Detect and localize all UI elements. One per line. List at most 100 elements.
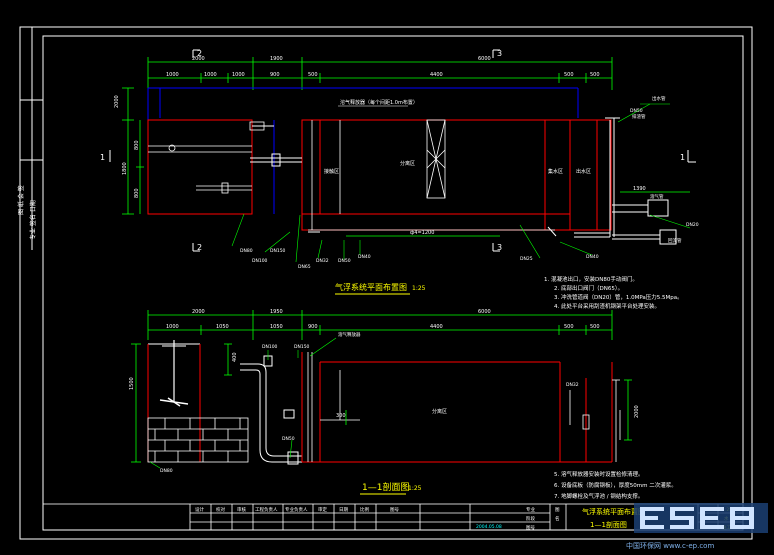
- svg-text:专业 签名 日期: 专业 签名 日期: [29, 200, 37, 240]
- section-mid-dim: 500: [564, 324, 574, 330]
- plan-callout: DN50: [338, 258, 351, 264]
- section-mark-label: 1: [100, 153, 105, 162]
- section-height: 1500: [129, 377, 135, 390]
- plan-callout: DN100: [252, 258, 268, 264]
- tb-header: 审核: [237, 506, 246, 513]
- plan-mid-dim: 1000: [232, 72, 245, 78]
- tb-label: 名: [555, 515, 560, 522]
- section-callout: DN32: [566, 382, 579, 388]
- section-callout: DN100: [262, 344, 278, 350]
- plan-tank: [147, 119, 612, 231]
- plan-top-dim-labels: 2000 1900 6000 1000 1000 1000 900 500 44…: [166, 56, 600, 78]
- plan-left-dim: 2000: [114, 95, 120, 108]
- zone-label: 接触区: [324, 168, 339, 175]
- tb-date: 2004.05.08: [476, 524, 502, 530]
- note-item: 3. 冲洗管道阀（DN20）管，1.0MPa压力5.5Mpa。: [554, 293, 683, 301]
- note-item: 4. 此处平台采用刮渣机钢架平台处理安装。: [554, 302, 660, 310]
- plan-top-dim: 1900: [270, 56, 283, 62]
- section-left-dim: [131, 343, 232, 463]
- section-mid-dim: 1050: [270, 324, 283, 330]
- section-mix-tank: [147, 340, 201, 462]
- note-item: 7. 地脚螺栓及气浮池 / 钢结构支撑。: [554, 492, 643, 500]
- plan-scale: 1:25: [412, 285, 426, 292]
- plan-title: 气浮系统平面布置图: [335, 282, 407, 292]
- tb-label: 专业: [526, 506, 535, 513]
- note-item: 6. 设备底板（防腐钢板），厚度50mm 二次灌浆。: [554, 481, 677, 489]
- plan-left-dim: 1800: [122, 162, 128, 175]
- plan-zone-lines: [308, 119, 555, 231]
- section-top-dim: 1950: [270, 309, 283, 315]
- section-callout: 溶气释放器: [338, 331, 361, 338]
- plan-mid-dim: 1000: [166, 72, 179, 78]
- plan-top-dim: 2000: [192, 56, 205, 62]
- section-mid-dim: 900: [308, 324, 318, 330]
- section-top-dim-labels: 2000 1950 6000 1000 1050 1050 900 4400 5…: [166, 309, 600, 330]
- plan-mid-dim: 900: [270, 72, 280, 78]
- plan-callout: DN25: [520, 256, 533, 262]
- section-mark-label: 2: [197, 243, 202, 252]
- tb-header: 设计: [195, 506, 204, 513]
- plan-mid-dim: 500: [590, 72, 600, 78]
- plan-top-dim: 6000: [478, 56, 491, 62]
- section-height: 2000: [634, 405, 640, 418]
- section-right-dim: [345, 379, 632, 441]
- zone-label: 分离区: [400, 160, 415, 167]
- plan-left-dim-labels: 2000 800 1800 800: [114, 95, 140, 198]
- plan-callout-labels: DN80 DN100 DN150 DN65 DN32 DN50 DN40 DN2…: [240, 108, 699, 270]
- section-callout: DN150: [294, 344, 310, 350]
- section-top-dim: 2000: [192, 309, 205, 315]
- section-height: 300: [336, 413, 346, 419]
- svg-text:图 纸 会 签: 图 纸 会 签: [17, 185, 25, 215]
- section-mid-dim: 1050: [216, 324, 229, 330]
- plan-mixer: [148, 121, 265, 194]
- plan-callout: DN40: [358, 254, 371, 260]
- section-scale: 1:25: [408, 485, 422, 492]
- section-top-dim: 6000: [478, 309, 491, 315]
- tb-project-title: 气浮系统平面布置图: [582, 507, 645, 516]
- section-mark-labels: 2 3 1 1 2 3: [100, 49, 685, 252]
- site-logo: [634, 503, 768, 533]
- plan-callout: DN40: [586, 254, 599, 260]
- plan-left-dim: 800: [134, 140, 140, 150]
- plan-callout-leaders: [231, 103, 691, 263]
- plan-bottom-dim: ф4=1200: [410, 230, 434, 236]
- binding-strip: 图 纸 会 签 专业 签名 日期: [17, 185, 37, 240]
- section-main-tank: [301, 352, 613, 463]
- tb-project-subtitle: 1—1剖面图: [590, 520, 627, 529]
- tb-header: 比例: [360, 506, 369, 513]
- section-mid-dim: 4400: [430, 324, 443, 330]
- plan-zone-labels: 接触区 分离区 集水区 出水区: [324, 160, 591, 175]
- watermark-text: 中国环保网 www.c-ep.com: [626, 541, 714, 550]
- tb-label: 图: [555, 507, 560, 513]
- plan-mid-dim: 500: [564, 72, 574, 78]
- top-note: 溶气释放器（每个间距1.0m布置）: [340, 99, 418, 106]
- note-item: 2. 底部出口阀门（DN65）。: [554, 284, 623, 292]
- section-mark-label: 3: [497, 243, 502, 252]
- plan-callout: DN150: [270, 248, 286, 254]
- notes-block: 1. 混凝池出口，安装DN80手动阀门。 2. 底部出口阀门（DN65）。 3.…: [544, 275, 683, 500]
- plan-callout: DN65: [298, 264, 311, 270]
- note-item: 5. 溶气释放器安装时设置检修清理。: [554, 470, 644, 478]
- tb-header: 审定: [318, 506, 327, 513]
- plan-callout: DN50: [630, 108, 643, 114]
- section-callout: DN80: [160, 468, 173, 474]
- section-internals: [307, 352, 621, 462]
- section-title: 1—1剖面图: [362, 481, 409, 493]
- section-mark-label: 2: [197, 49, 202, 58]
- right-callout: 出水管: [652, 95, 666, 102]
- plan-pipes: [250, 117, 677, 245]
- water-line: [147, 87, 579, 214]
- tb-header: 工程负责人: [255, 506, 278, 513]
- right-callout: 排渣管: [632, 113, 646, 120]
- section-callout-leaders: [149, 337, 337, 469]
- tb-header: 图号: [390, 507, 399, 513]
- tb-header: 日期: [339, 507, 348, 513]
- section-callout-labels: 溶气释放器 DN100 DN150 DN80 DN50 DN32: [160, 331, 579, 474]
- section-top-dimensions: [147, 310, 613, 340]
- section-callout: DN50: [282, 436, 295, 442]
- plan-mid-dim: 4400: [430, 72, 443, 78]
- plan-callout: DN32: [316, 258, 329, 264]
- right-callout: 溶气管: [650, 193, 664, 200]
